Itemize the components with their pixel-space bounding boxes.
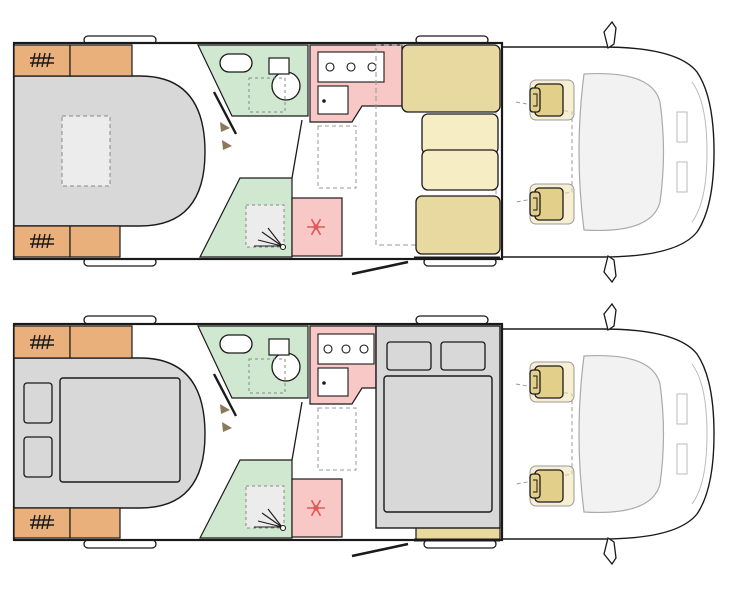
pillow bbox=[440, 341, 486, 371]
driver-cab bbox=[502, 22, 714, 282]
step-arrow-icon bbox=[222, 422, 232, 432]
wheel-icon bbox=[83, 539, 157, 549]
step-arrow-icon bbox=[220, 122, 230, 132]
wardrobe bbox=[13, 507, 71, 539]
entrance-door bbox=[351, 260, 409, 276]
wardrobe bbox=[69, 44, 133, 77]
step-arrow-icon bbox=[222, 140, 232, 150]
storage-hatch bbox=[317, 125, 357, 189]
wardrobe bbox=[13, 325, 71, 359]
shower-head-icon bbox=[254, 227, 287, 251]
driver-cab bbox=[502, 304, 714, 564]
wheel-icon bbox=[83, 315, 157, 325]
sink bbox=[317, 85, 349, 115]
bathroom-door bbox=[212, 373, 238, 417]
wardrobe bbox=[13, 225, 71, 258]
toilet bbox=[271, 71, 301, 101]
mattress bbox=[383, 375, 493, 513]
storage-hatch bbox=[317, 407, 357, 471]
wardrobe bbox=[13, 44, 71, 77]
shower-head-icon bbox=[254, 508, 287, 532]
bed-hatch bbox=[61, 115, 111, 187]
wardrobe bbox=[69, 225, 121, 258]
hob bbox=[317, 51, 385, 83]
pillow bbox=[23, 436, 53, 478]
wheel-icon bbox=[415, 315, 489, 325]
pillow bbox=[386, 341, 432, 371]
bathroom-door bbox=[212, 91, 238, 135]
floorplan-bottom bbox=[12, 304, 714, 564]
hob bbox=[317, 333, 375, 365]
wardrobe bbox=[69, 507, 121, 539]
washbasin bbox=[219, 334, 253, 354]
sink bbox=[317, 367, 349, 397]
lounge-seat bbox=[401, 44, 501, 113]
lounge-table bbox=[421, 149, 499, 191]
floorplan-top bbox=[12, 22, 714, 282]
washbasin bbox=[219, 53, 253, 73]
lounge-seat bbox=[415, 195, 501, 255]
pillow bbox=[23, 382, 53, 424]
toilet bbox=[271, 352, 301, 382]
lounge-table bbox=[421, 113, 499, 155]
mattress bbox=[59, 377, 181, 483]
entrance-door bbox=[351, 542, 409, 558]
step-arrow-icon bbox=[220, 404, 230, 414]
wardrobe bbox=[69, 325, 133, 359]
